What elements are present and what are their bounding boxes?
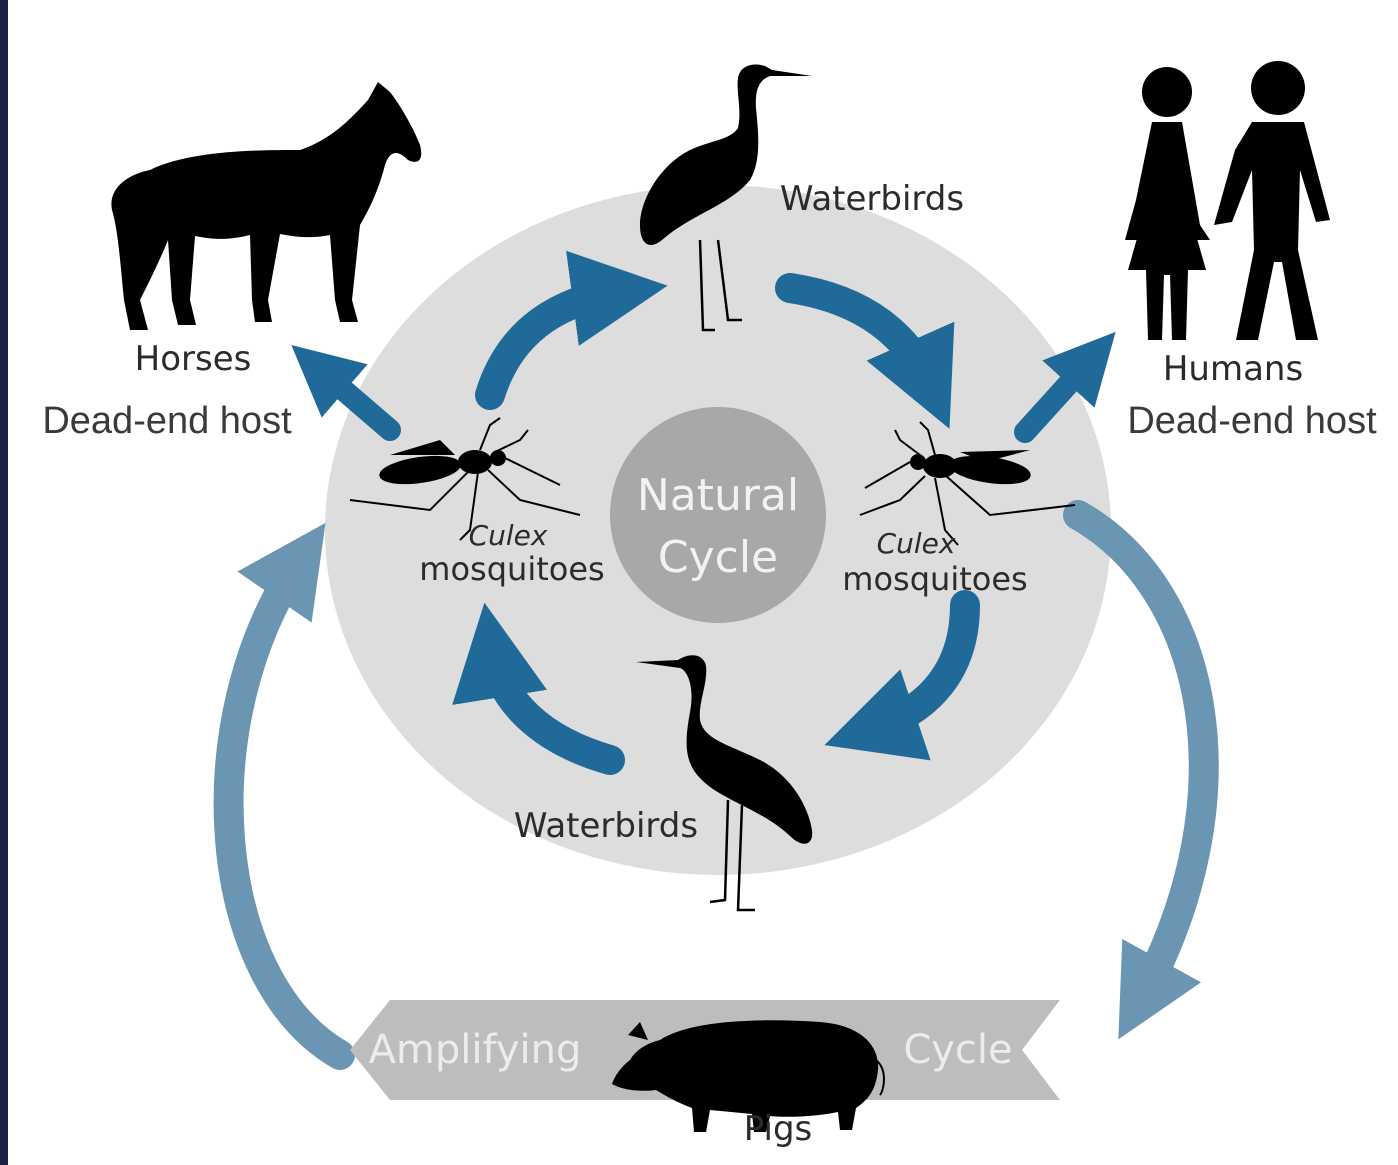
waterbird-bottom-icon <box>636 655 813 912</box>
amplifying-arrow-right <box>1063 500 1219 1040</box>
arrow-waterbirds-top-to-mosquito <box>775 273 955 429</box>
amplifying-label: Amplifying <box>369 1027 582 1073</box>
humans-dead-end-label: Dead-end host <box>1127 400 1377 442</box>
mosquitoes-right-label: mosquitoes <box>842 560 1027 598</box>
natural-cycle-label-line2: Cycle <box>658 532 778 583</box>
natural-cycle-label-line1: Natural <box>637 470 799 521</box>
mosquito-left-icon <box>349 417 581 541</box>
pigs-label: Pigs <box>744 1109 813 1149</box>
cycle-label: Cycle <box>903 1027 1012 1073</box>
arrow-to-humans <box>1014 331 1116 443</box>
waterbirds-top-label: Waterbirds <box>780 179 964 219</box>
amplifying-arrow-left <box>213 522 355 1070</box>
arrow-waterbirds-bottom-to-mosquito <box>452 602 625 775</box>
arrow-mosquito-to-waterbirds-top <box>475 250 668 410</box>
pig-icon <box>612 1020 885 1132</box>
horse-icon <box>111 82 422 330</box>
horses-dead-end-label: Dead-end host <box>42 400 292 442</box>
natural-cycle-center <box>610 407 826 623</box>
culex-left-label: Culex <box>469 519 548 552</box>
waterbirds-bottom-label: Waterbirds <box>514 806 698 846</box>
arrow-mosquito-to-waterbirds-bottom <box>824 590 980 761</box>
mosquitoes-left-label: mosquitoes <box>419 550 604 588</box>
culex-right-label: Culex <box>877 527 956 560</box>
waterbird-top-icon <box>640 64 812 332</box>
humans-label: Humans <box>1163 349 1303 389</box>
mosquito-right-icon <box>859 421 1076 546</box>
humans-icon <box>1125 61 1330 340</box>
arrow-to-horses <box>291 345 401 441</box>
horses-label: Horses <box>135 339 252 379</box>
